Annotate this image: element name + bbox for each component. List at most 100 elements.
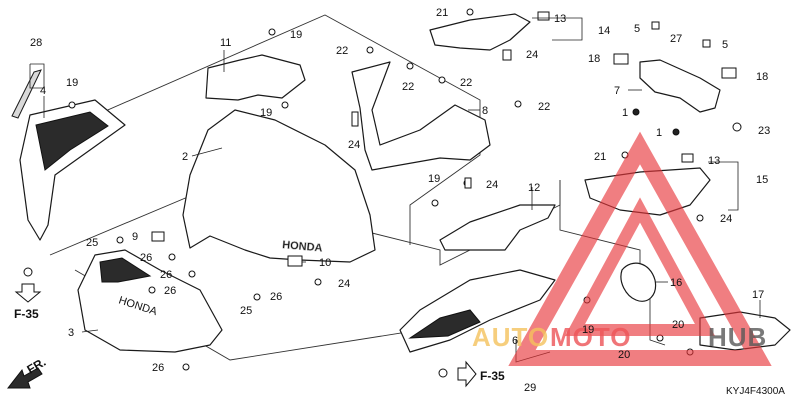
callout-label: 1 (656, 127, 662, 139)
callout-label: 26 (140, 252, 152, 264)
callout-label: 24 (338, 278, 350, 290)
leader-line (708, 161, 739, 211)
nut-icon (537, 11, 550, 21)
part-front-cowl-shade (99, 257, 152, 283)
callout-label: 24 (486, 179, 498, 191)
callout-label: 26 (270, 291, 282, 303)
callout-label: 2 (182, 151, 188, 163)
clip-icon (502, 49, 512, 61)
bolt-icon (188, 270, 196, 278)
callout-label: 4 (40, 85, 46, 97)
callout-label: 28 (30, 37, 42, 49)
part-center-panel (351, 61, 491, 171)
bolt-icon (438, 76, 446, 84)
down-arrow-icon (14, 283, 42, 303)
bolt-icon (366, 46, 374, 54)
callout-label: 22 (402, 81, 414, 93)
callout-label: 6 (512, 335, 518, 347)
callout-label: 3 (68, 327, 74, 339)
callout-label: 20 (672, 319, 684, 331)
callout-label: 18 (588, 53, 600, 65)
callout-label: 9 (132, 231, 138, 243)
callout-label: 21 (436, 7, 448, 19)
callout-label: 13 (554, 13, 566, 25)
nut-icon (702, 39, 711, 48)
bolt-icon (438, 368, 448, 378)
nut-icon (651, 21, 660, 30)
callout-label: 14 (598, 25, 610, 37)
bolt-icon (182, 363, 190, 371)
bolt-icon (23, 267, 33, 277)
callout-label: 19 (66, 77, 78, 89)
callout-label: 20 (618, 349, 630, 361)
leader-line (29, 63, 45, 89)
bolt-icon (632, 108, 640, 116)
bolt-icon (281, 101, 289, 109)
callout-label: 19 (428, 173, 440, 185)
bolt-icon (116, 236, 124, 244)
callout-label: 24 (720, 213, 732, 225)
part-stay-bracket (639, 59, 721, 113)
callout-label: 19 (582, 324, 594, 336)
watermark-text-middle: MOTO (550, 322, 632, 352)
bolt-icon (732, 122, 742, 132)
watermark-triangle-inner (564, 197, 716, 336)
clip-icon (151, 231, 165, 242)
bolt-icon (268, 28, 276, 36)
callout-label: 13 (708, 155, 720, 167)
watermark-triangle-outer (508, 131, 772, 366)
callout-label: 11 (220, 37, 231, 49)
diagram-code: KYJ4F4300A (726, 386, 785, 397)
callout-label: 12 (528, 182, 540, 194)
watermark-logo: AUTO MOTO HUB (472, 131, 772, 366)
part-side-cowl-shade (408, 309, 481, 339)
callout-label: 27 (670, 33, 682, 45)
windscreen-inscription: HONDA (282, 239, 323, 254)
bolt-icon (431, 199, 439, 207)
leader-line (191, 147, 223, 157)
right-arrow-icon (457, 360, 477, 388)
callout-label: 22 (538, 101, 550, 113)
callout-label: 23 (758, 125, 770, 137)
bolt-icon (466, 8, 474, 16)
callout-label: 24 (348, 139, 360, 151)
callout-label: 1 (622, 107, 628, 119)
callout-label: 26 (160, 269, 172, 281)
bolt-icon (696, 214, 704, 222)
callout-labels: 1 1 2 3 4 5 5 6 7 8 9 10 11 12 13 13 14 … (30, 7, 785, 397)
callout-label: 24 (526, 49, 538, 61)
part-mirror-head (620, 262, 657, 302)
callout-label: 18 (756, 71, 768, 83)
clip-icon (464, 177, 472, 189)
mirror-stem (649, 298, 666, 346)
callout-label: 26 (164, 285, 176, 297)
clip-icon (721, 67, 737, 79)
part-mount-bracket (205, 54, 306, 101)
assembly-frame-right (559, 180, 641, 275)
watermark-text-right: HUB (708, 322, 767, 352)
callout-label: 10 (319, 257, 331, 269)
callout-label: 22 (460, 77, 472, 89)
bolt-icon (148, 286, 156, 294)
reference-label: F-35 (480, 369, 505, 383)
part-decal-strip (11, 69, 42, 119)
callout-label: 25 (240, 305, 252, 317)
callout-label: 15 (756, 174, 768, 186)
reference-label: F-35 (14, 307, 39, 321)
callout-label: 16 (670, 277, 682, 289)
callout-label: 5 (722, 39, 728, 51)
part-lower-inner-panel (439, 204, 556, 251)
part-windscreen (182, 109, 376, 263)
part-inner-side-cover-shade (35, 111, 109, 171)
callout-label: 5 (634, 23, 640, 35)
callout-label: 21 (594, 151, 606, 163)
direction-arrow-icon (6, 367, 43, 389)
callout-label: 19 (260, 107, 272, 119)
bolt-icon (514, 100, 522, 108)
clip-icon (613, 53, 629, 65)
bolt-icon (314, 278, 322, 286)
fr-arrow: FR. (6, 355, 48, 389)
reference-f35-right: F-35 (457, 360, 505, 388)
